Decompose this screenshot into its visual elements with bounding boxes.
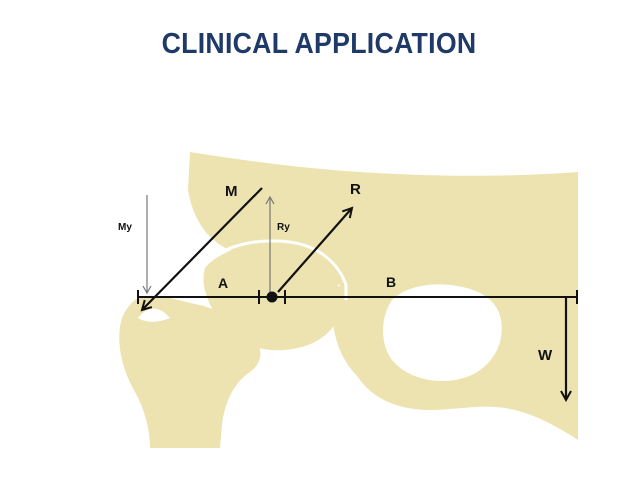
label-ry: Ry [277, 222, 290, 233]
bone-illustration [119, 152, 578, 448]
label-w: W [538, 347, 553, 364]
label-b: B [386, 274, 396, 290]
femur-shaft [119, 295, 261, 448]
label-r: R [350, 181, 361, 198]
m-force-arrow [142, 187, 263, 310]
slide-title: CLINICAL APPLICATION [161, 28, 477, 60]
obturator-foramen [383, 284, 502, 382]
label-a: A [218, 275, 228, 291]
label-my: My [118, 222, 132, 233]
label-m: M [225, 183, 238, 200]
r-force-arrow [277, 208, 352, 293]
trochanter-notch [138, 308, 170, 322]
pivot-point [266, 291, 278, 303]
joint-space-line [206, 239, 348, 300]
